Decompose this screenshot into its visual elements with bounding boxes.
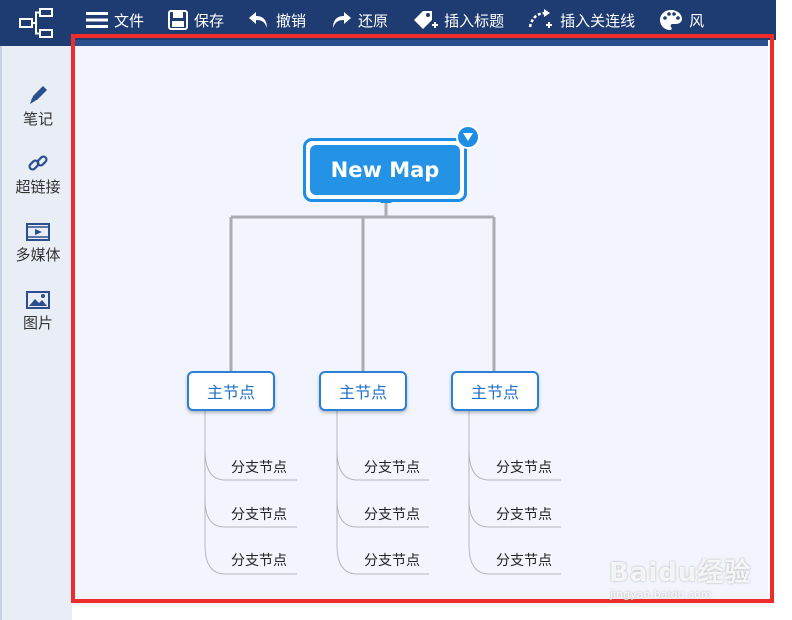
branch-node[interactable]: 分支节点 xyxy=(231,460,287,476)
sidebar-item-notes[interactable]: 笔记 xyxy=(2,84,74,129)
style-label: 风 xyxy=(689,11,705,30)
main-node[interactable]: 主节点 xyxy=(451,371,539,411)
top-toolbar-bar xyxy=(0,0,792,40)
toolbar: 文件 保存 撤销 还原 插入标题 插入关连线 风 xyxy=(72,0,728,40)
sidebar-item-label: 多媒体 xyxy=(15,246,61,264)
pen-icon xyxy=(30,86,47,104)
branch-node[interactable]: 分支节点 xyxy=(496,460,552,476)
sidebar-item-label: 超链接 xyxy=(15,178,61,196)
undo-label: 撤销 xyxy=(276,11,307,30)
branch-node[interactable]: 分支节点 xyxy=(496,553,552,569)
main-node[interactable]: 主节点 xyxy=(187,371,275,411)
watermark-url: jingyan.baidu.com xyxy=(610,588,712,601)
menu-icon xyxy=(86,12,108,28)
link-icon xyxy=(28,155,48,171)
sidebar-item-hyperlink[interactable]: 超链接 xyxy=(2,152,74,197)
toolbar-stripe xyxy=(72,40,768,46)
triangle-down-icon xyxy=(463,133,473,141)
sidebar-item-label: 笔记 xyxy=(22,110,53,128)
mindmap-logo-icon xyxy=(19,8,53,38)
watermark-brand: Baidu经验 xyxy=(609,558,752,588)
file-label: 文件 xyxy=(114,11,145,30)
main-node-label: 主节点 xyxy=(206,383,255,402)
redo-button[interactable]: 还原 xyxy=(330,10,388,31)
insert-relation-label: 插入关连线 xyxy=(560,11,636,30)
central-topic[interactable]: New Map xyxy=(303,138,467,202)
branch-node[interactable]: 分支节点 xyxy=(364,460,420,476)
palette-icon xyxy=(660,10,683,30)
branch-node[interactable]: 分支节点 xyxy=(496,507,552,523)
insert-topic-label: 插入标题 xyxy=(444,11,505,30)
save-label: 保存 xyxy=(194,11,225,30)
save-button[interactable]: 保存 xyxy=(168,10,224,31)
undo-button[interactable]: 撤销 xyxy=(248,10,306,31)
main-node-label: 主节点 xyxy=(470,383,519,402)
tag-add-icon xyxy=(414,11,439,29)
main-node-label: 主节点 xyxy=(338,383,387,402)
image-icon xyxy=(26,291,50,309)
branch-node[interactable]: 分支节点 xyxy=(364,507,420,523)
relation-line-icon xyxy=(528,9,553,28)
redo-label: 还原 xyxy=(358,11,389,30)
insert-relation-button[interactable]: 插入关连线 xyxy=(528,9,635,31)
undo-icon xyxy=(249,12,268,28)
branch-node[interactable]: 分支节点 xyxy=(231,553,287,569)
redo-icon xyxy=(333,12,352,28)
window-edge xyxy=(776,0,792,620)
file-menu-button[interactable]: 文件 xyxy=(86,10,144,31)
central-topic-label: New Map xyxy=(310,145,460,195)
sidebar-item-label: 图片 xyxy=(22,314,53,332)
app-logo[interactable] xyxy=(0,0,72,46)
collapse-toggle[interactable] xyxy=(456,125,480,149)
sidebar-item-image[interactable]: 图片 xyxy=(2,290,74,333)
branch-node[interactable]: 分支节点 xyxy=(364,553,420,569)
branch-node[interactable]: 分支节点 xyxy=(231,507,287,523)
save-icon xyxy=(168,10,189,30)
sidebar-item-multimedia[interactable]: 多媒体 xyxy=(2,222,74,265)
film-icon xyxy=(26,223,50,241)
insert-topic-button[interactable]: 插入标题 xyxy=(412,9,504,31)
main-node[interactable]: 主节点 xyxy=(319,371,407,411)
style-button[interactable]: 风 xyxy=(659,9,704,31)
left-sidebar: 笔记 超链接 多媒体 图片 xyxy=(0,46,72,620)
